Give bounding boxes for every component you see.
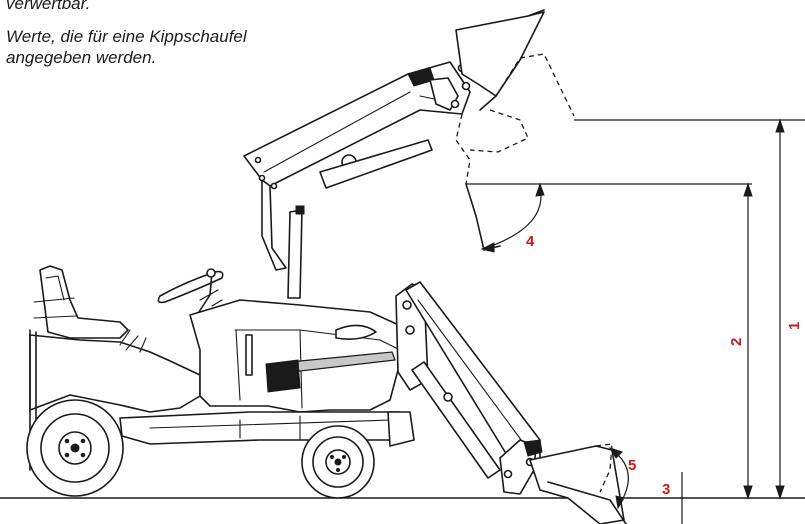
steering-knob: [206, 268, 216, 278]
loader-lowered: [395, 281, 627, 524]
dim-2-arrow-bottom: [743, 485, 753, 500]
link-pin-1: [503, 469, 513, 479]
exhaust-pipe: [245, 334, 253, 376]
steering-wheel: [157, 270, 224, 304]
dim-label-4: 4: [526, 233, 535, 250]
raised-boom-lower: [261, 179, 287, 271]
rear-wheel: [26, 399, 124, 497]
dim-label-1: 1: [786, 322, 803, 330]
dump-bucket: [465, 183, 501, 251]
front-wheel: [301, 425, 375, 499]
frame-detail: [149, 415, 391, 441]
cylinder-clamp: [295, 205, 305, 215]
tractor-rear-body: [29, 334, 201, 413]
cylinder-pin: [443, 392, 453, 402]
boom-hole-3: [270, 182, 278, 190]
raised-cylinder: [319, 139, 433, 189]
lowered-cylinder: [411, 361, 501, 479]
dim-2-arrow-top: [743, 182, 753, 197]
note-line-1: Werte, die für eine Kippschaufel: [6, 27, 247, 46]
mast-pin-top: [402, 300, 412, 310]
lowered-bucket-tilt-outline: [595, 443, 613, 493]
dim-5-arrow-top: [608, 447, 623, 459]
note-fragment-text: verwertbar.: [6, 0, 91, 13]
raised-bucket-dashed-lower: [455, 113, 471, 185]
headlight: [335, 324, 377, 340]
dim-label-2: 2: [728, 338, 745, 346]
lowered-bucket: [529, 445, 625, 524]
front-bracket: [387, 411, 415, 447]
mast-pin-bottom: [405, 325, 415, 335]
control-levers: [119, 289, 223, 353]
loader-raised: [243, 9, 575, 299]
dim-1-arrow-bottom: [775, 485, 785, 500]
dim-4-arrow-bottom: [480, 242, 495, 253]
raised-link-pin-1: [450, 99, 460, 109]
raised-bucket-edge: [479, 9, 545, 111]
raised-link-pin-3: [461, 81, 471, 91]
seat-back: [33, 275, 77, 319]
dimension-lines: [466, 118, 805, 524]
dim-5-arrow-bottom: [615, 495, 625, 510]
note-text: Werte, die für eine Kippschaufel angegeb…: [6, 26, 247, 68]
hood-vent: [265, 359, 301, 393]
boom-hole-2: [258, 174, 266, 182]
raised-bucket-dashed-upper: [469, 53, 575, 153]
link-dark-plate: [523, 439, 543, 457]
lowered-boom-detail: [417, 299, 531, 453]
raised-cylinder-rod: [287, 209, 303, 299]
bucket-cutting-edge: [547, 481, 627, 524]
note-line-2: angegeben werden.: [6, 48, 157, 67]
boom-hole-1: [254, 156, 262, 164]
dim-4-arrow-top: [535, 182, 545, 197]
tractor-seat: [39, 265, 129, 339]
dim-label-3: 3: [662, 481, 670, 498]
dim-label-5: 5: [628, 457, 636, 474]
dim-1-arrow-top: [775, 118, 785, 133]
tractor: [26, 265, 415, 499]
